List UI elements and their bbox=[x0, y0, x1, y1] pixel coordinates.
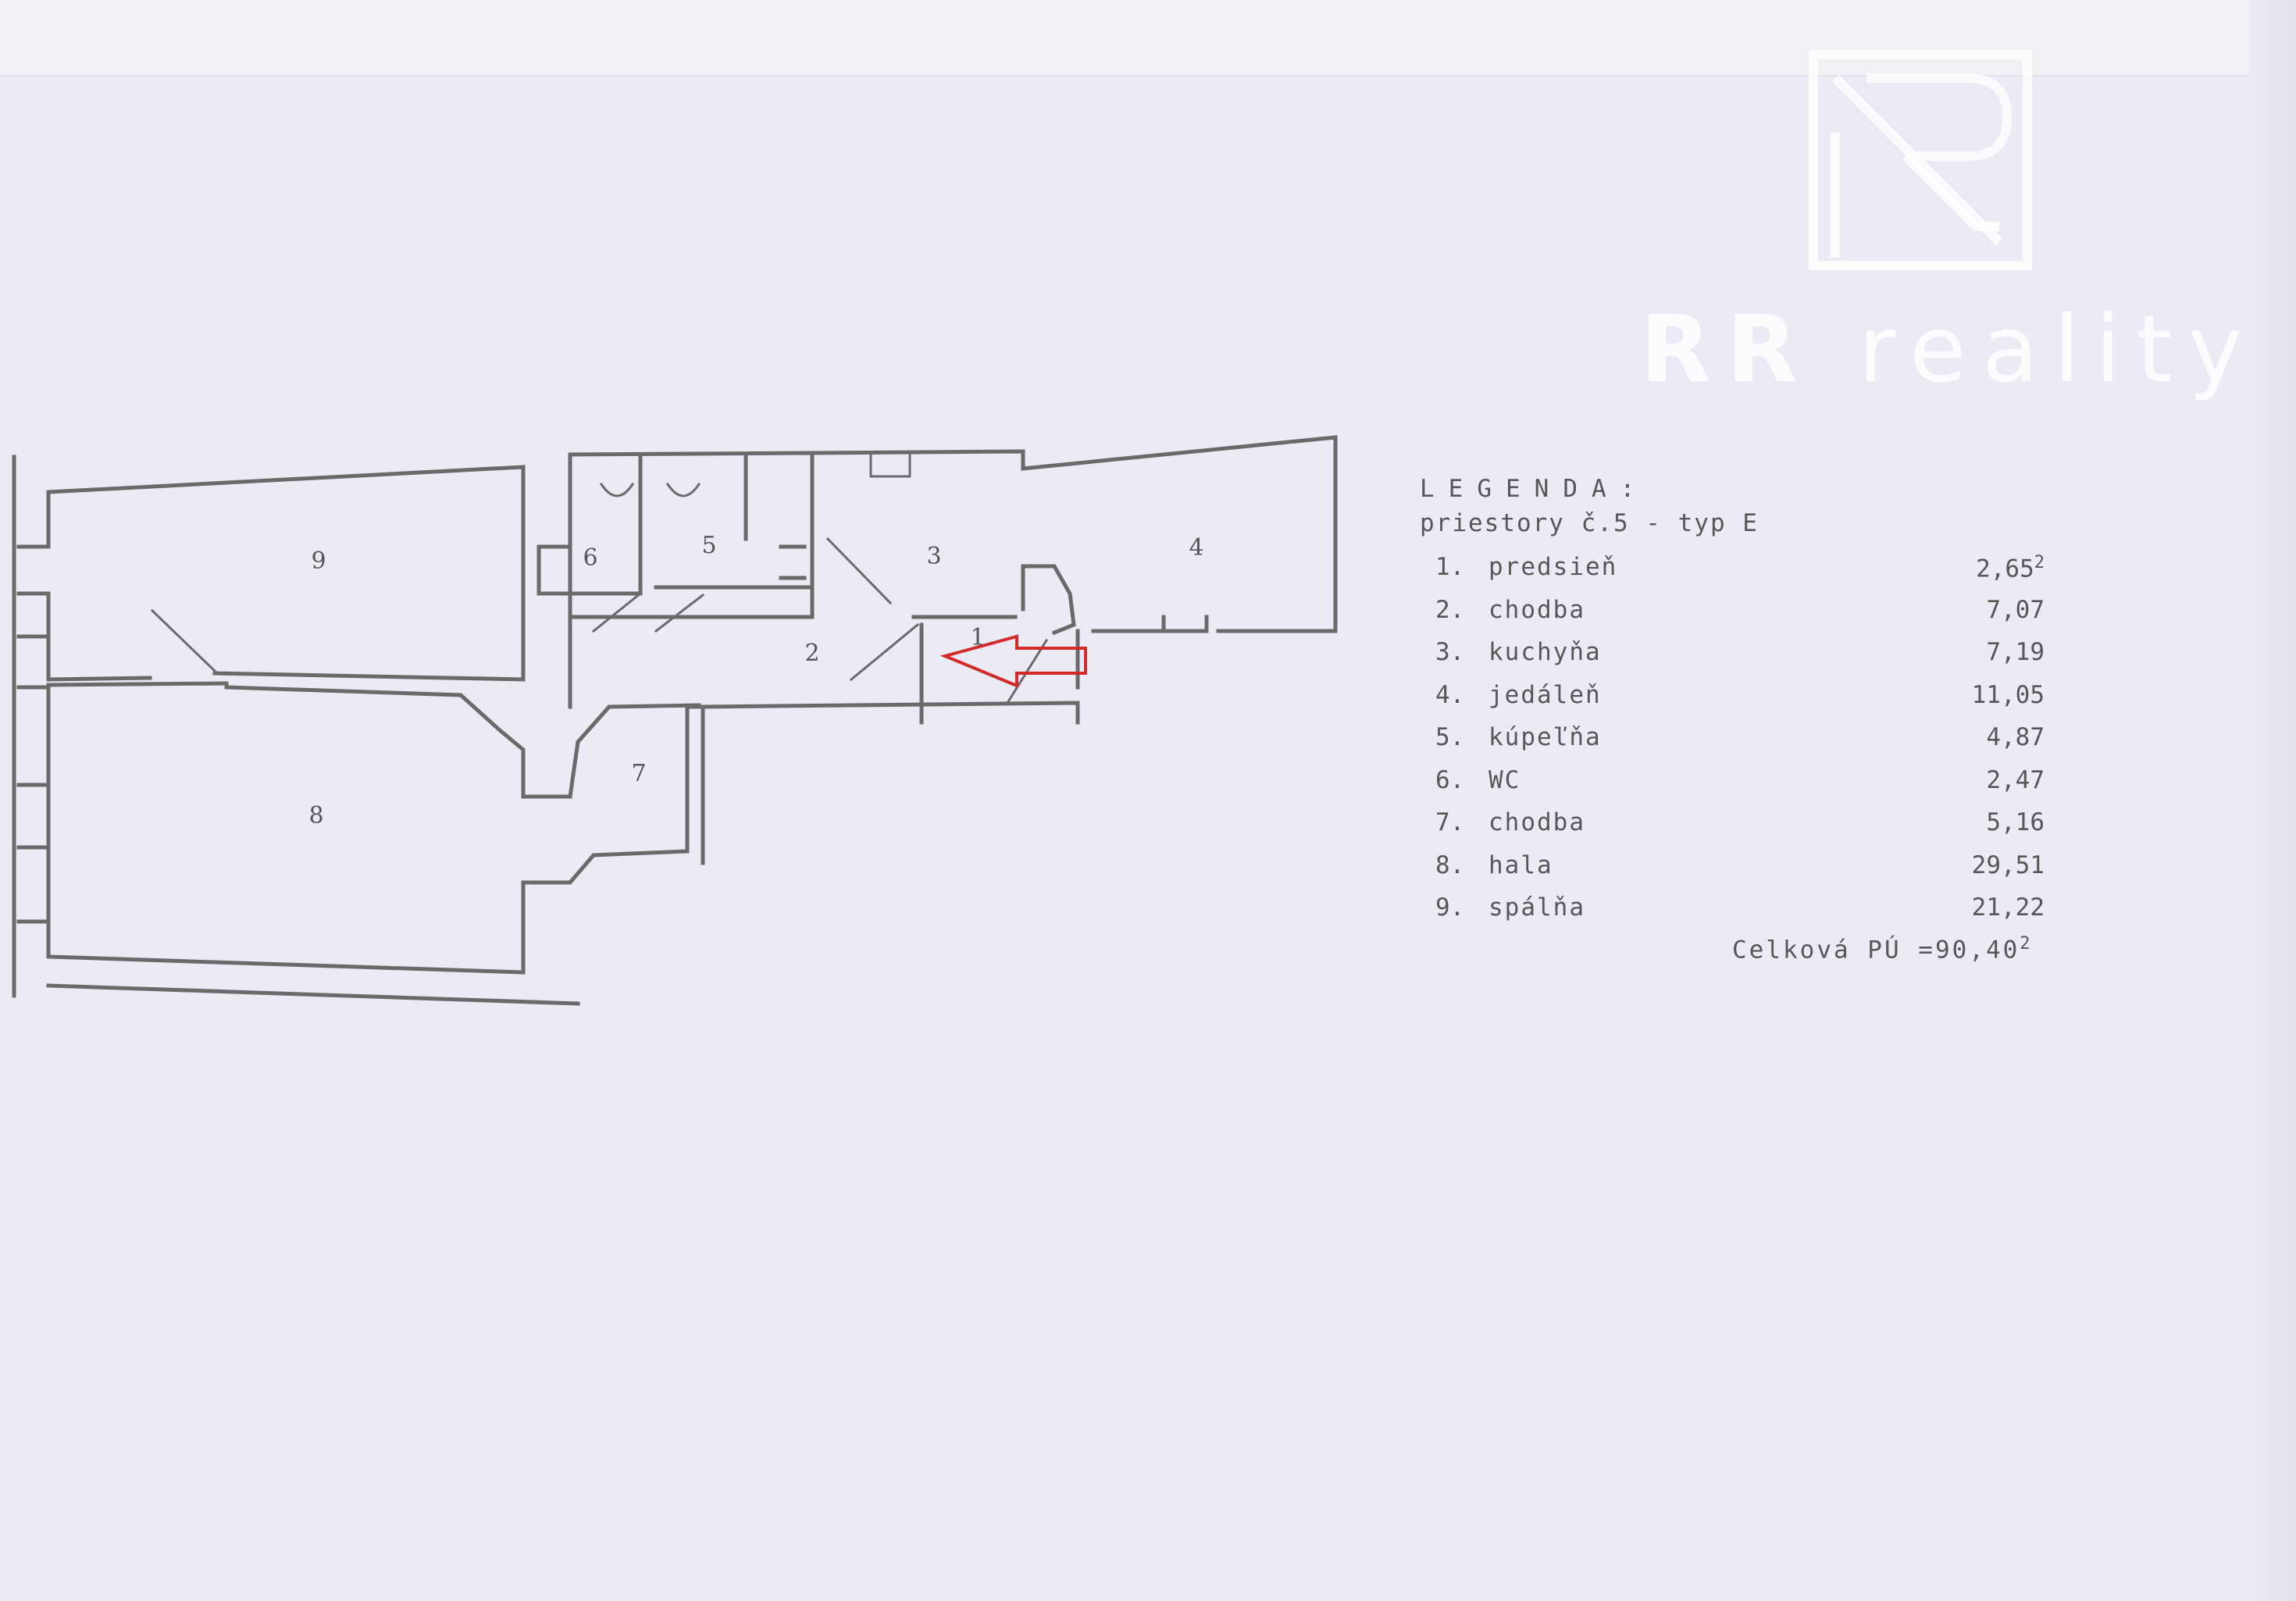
legend-item-area: 7,07 bbox=[1986, 595, 2045, 624]
room-label-3: 3 bbox=[926, 543, 941, 570]
legend-item-name: chodba bbox=[1488, 595, 1585, 624]
red-arrow-left-icon bbox=[939, 634, 1087, 688]
legend-item-name: hala bbox=[1488, 850, 1553, 879]
legend-title: LEGENDA: bbox=[1420, 475, 1649, 503]
legend-item-area: 29,51 bbox=[1971, 850, 2045, 879]
wall-rooms-3-4 bbox=[810, 435, 1338, 633]
legend-item-number: 4. bbox=[1435, 680, 1465, 709]
room-label-6: 6 bbox=[583, 544, 597, 572]
legend-item-name: kúpeľňa bbox=[1488, 723, 1602, 751]
room-label-5: 5 bbox=[701, 532, 716, 559]
watermark-brand: RR reality bbox=[1640, 295, 2243, 403]
legend-item-number: 1. bbox=[1435, 553, 1465, 581]
legend-total-value: 90,40 bbox=[1934, 936, 2020, 965]
legend-item-area: 7,19 bbox=[1986, 638, 2045, 666]
legend-item-name: chodba bbox=[1488, 808, 1585, 836]
legend-item-area: 2,652 bbox=[1976, 553, 2045, 583]
legend-item-number: 6. bbox=[1435, 765, 1465, 794]
legend-total-label: Celková PÚ = bbox=[1732, 936, 1935, 965]
legend: LEGENDA: priestory č.5 - typ E 1. predsi… bbox=[1420, 475, 2091, 964]
legend-item: 1. predsieň 2,652 bbox=[1420, 553, 2091, 596]
watermark-brand-light: reality bbox=[1858, 295, 2259, 403]
legend-item-number: 2. bbox=[1435, 595, 1465, 624]
legend-item: 9. spálňa 21,22 bbox=[1420, 893, 2091, 936]
scan-right-edge bbox=[2249, 0, 2296, 1601]
room-label-4: 4 bbox=[1189, 534, 1203, 562]
legend-item: 8. hala 29,51 bbox=[1420, 851, 2091, 894]
legend-item-area: 21,22 bbox=[1971, 893, 2045, 922]
legend-subtitle: priestory č.5 - typ E bbox=[1420, 509, 1759, 537]
watermark-brand-bold: RR bbox=[1640, 295, 1813, 403]
legend-item-area: 11,05 bbox=[1971, 680, 2045, 709]
legend-total: Celková PÚ =90,402 bbox=[1732, 934, 2033, 964]
legend-item-name: predsieň bbox=[1488, 553, 1618, 581]
legend-item-area: 5,16 bbox=[1986, 808, 2045, 836]
room-label-9: 9 bbox=[311, 547, 326, 575]
room-label-7: 7 bbox=[631, 760, 646, 787]
legend-item: 3. kuchyňa 7,19 bbox=[1420, 638, 2091, 681]
legend-item-number: 5. bbox=[1435, 723, 1465, 751]
area-unit-superscript: 2 bbox=[2034, 553, 2045, 572]
total-unit-superscript: 2 bbox=[2020, 934, 2033, 954]
room-label-1: 1 bbox=[970, 624, 985, 651]
scan-top-edge bbox=[0, 0, 2296, 77]
legend-item-name: spálňa bbox=[1488, 893, 1585, 922]
legend-item-number: 7. bbox=[1435, 808, 1465, 836]
legend-item-name: WC bbox=[1488, 765, 1521, 794]
wall-room-8 bbox=[46, 685, 705, 975]
legend-item-name: kuchyňa bbox=[1488, 638, 1602, 666]
legend-item-area: 2,47 bbox=[1986, 765, 2045, 794]
legend-item: 5. kúpeľňa 4,87 bbox=[1420, 723, 2091, 766]
legend-item: 4. jedáleň 11,05 bbox=[1420, 681, 2091, 724]
legend-item: 7. chodba 5,16 bbox=[1420, 808, 2091, 851]
rr-reality-logo-icon bbox=[1809, 50, 2032, 270]
legend-item: 6. WC 2,47 bbox=[1420, 766, 2091, 809]
room-label-2: 2 bbox=[804, 640, 819, 667]
legend-item-number: 3. bbox=[1435, 638, 1465, 666]
legend-item: 2. chodba 7,07 bbox=[1420, 596, 2091, 639]
wall-room-9 bbox=[46, 465, 526, 682]
legend-item-number: 8. bbox=[1435, 850, 1465, 879]
legend-item-area: 4,87 bbox=[1986, 723, 2045, 751]
room-label-8: 8 bbox=[308, 802, 323, 829]
legend-item-name: jedáleň bbox=[1488, 680, 1602, 709]
legend-item-number: 9. bbox=[1435, 893, 1465, 922]
